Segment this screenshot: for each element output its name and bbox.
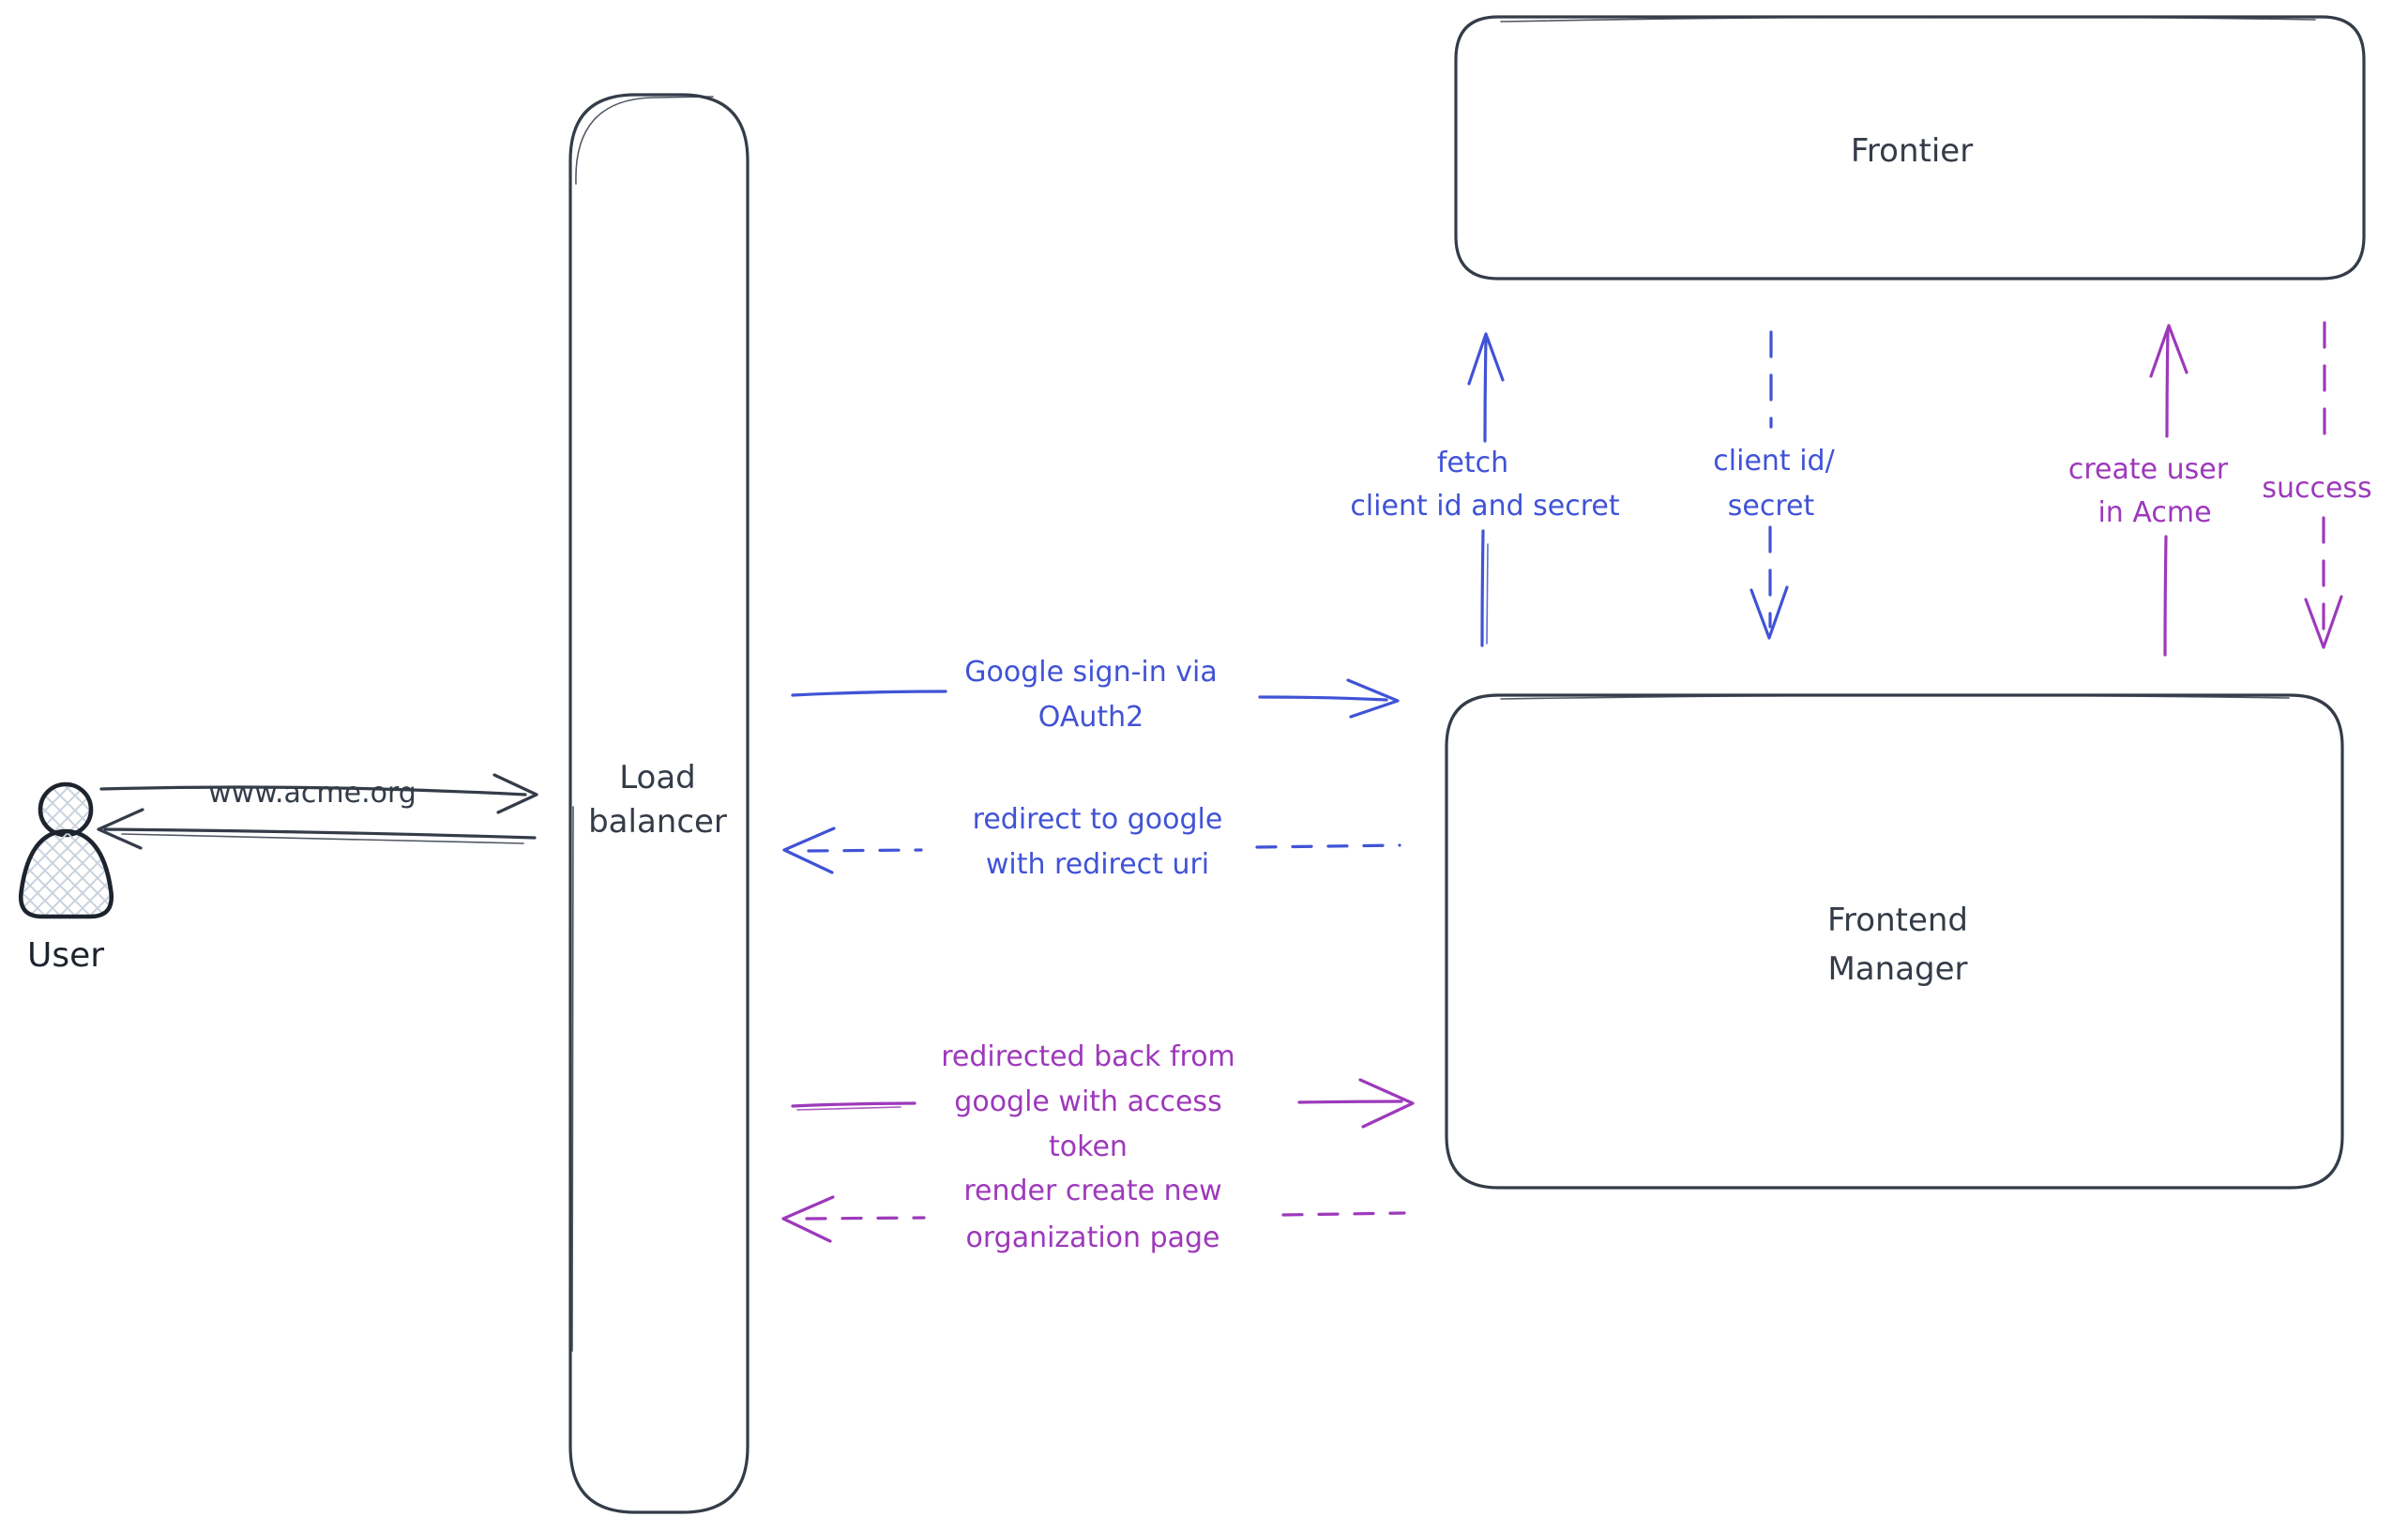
flow-create-user-label-line1: create user [2068,453,2229,486]
load-balancer-label-line1: Load [619,759,696,796]
flow-google-signin-label-line1: Google sign-in via [964,656,1218,689]
flow-client-id-secret [1749,330,1789,640]
sketch-stroke [1500,16,2316,23]
frontend-manager-box [1445,693,2344,1190]
load-balancer-label-line2: balancer [588,803,727,841]
load-balancer-box [568,93,750,1514]
flow-client-id-secret-label-line2: secret [1728,490,1815,523]
frontend-manager-label-line1: Frontend [1827,902,1968,939]
flow-redirect-to-google-label-line2: with redirect uri [986,848,1209,881]
sketch-stroke [575,96,714,185]
frontier-label: Frontier [1851,132,1973,170]
flow-create-user-label-line2: in Acme [2098,496,2211,529]
flow-success-label: success [2262,472,2371,505]
flow-www-response [97,808,537,850]
flow-fetch-client-id-label-line1: fetch [1437,447,1508,479]
sketch-stroke [1500,694,2290,700]
flow-redirect-to-google-label-line1: redirect to google [973,803,1223,836]
flow-render-org-page-label-line2: organization page [966,1221,1220,1254]
sketch-stroke [571,806,574,1352]
flow-redirected-back-label-line1: redirected back from [941,1040,1235,1073]
flow-render-org-page [781,1195,1406,1243]
frontier-box [1454,15,2366,281]
user-icon [18,781,114,919]
flow-google-signin-label-line2: OAuth2 [1038,701,1144,734]
flow-fetch-client-id [1467,332,1505,647]
flow-www-request [99,773,538,814]
frontend-manager-label-line2: Manager [1827,950,1967,988]
flow-fetch-client-id-label-line2: client id and secret [1350,490,1620,523]
flow-redirected-back [791,1078,1415,1129]
user-label: User [27,936,104,975]
flow-client-id-secret-label-line1: client id/ [1713,445,1835,478]
flow-create-user [2149,324,2188,657]
flow-redirect-to-google [782,827,1401,874]
flow-www-request-label: www.acme.org [208,777,416,810]
flow-google-signin [791,678,1400,719]
flow-success [2304,321,2343,649]
flow-redirected-back-label-line3: token [1049,1130,1128,1163]
flow-render-org-page-label-line1: render create new [963,1175,1221,1207]
flow-redirected-back-label-line2: google with access [954,1085,1221,1118]
